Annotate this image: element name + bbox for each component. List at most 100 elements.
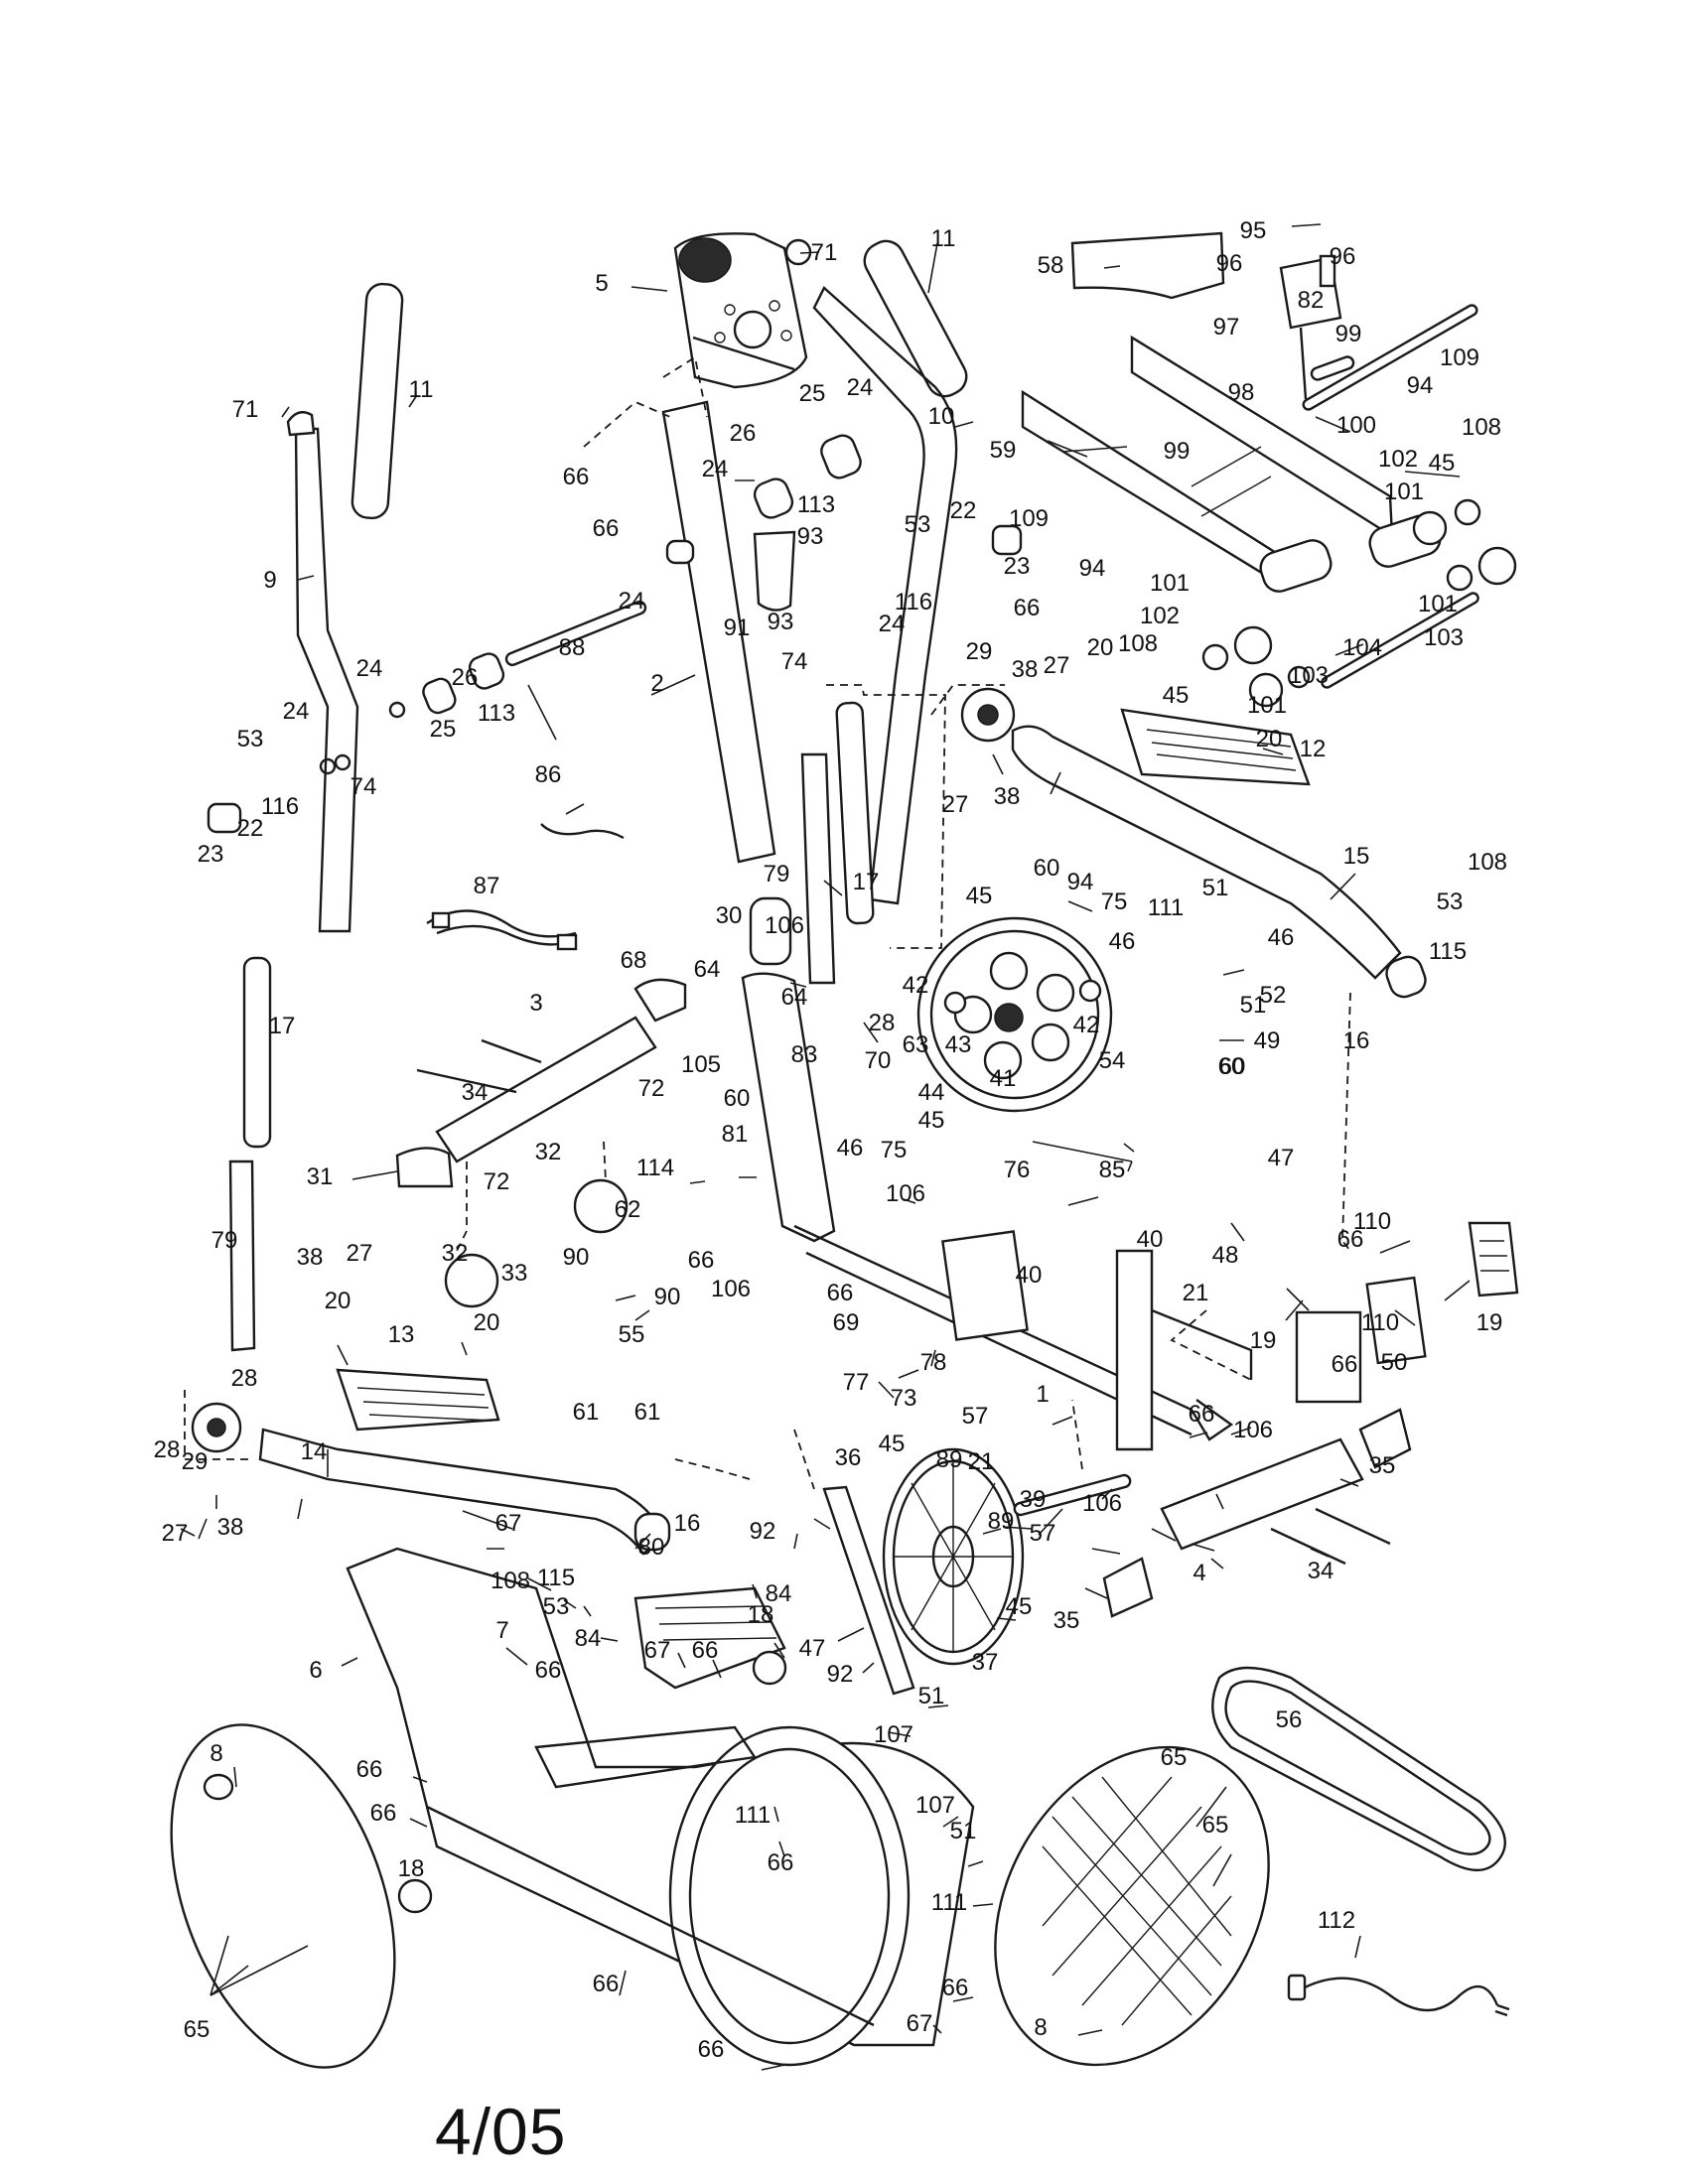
part-callout-106: 106 bbox=[1082, 1490, 1122, 1517]
part-callout-85: 85 bbox=[1099, 1157, 1126, 1183]
upper-arm-9 bbox=[294, 427, 359, 933]
part-callout-38: 38 bbox=[297, 1244, 324, 1271]
upper-arm-10 bbox=[812, 286, 958, 905]
part-callout-11: 11 bbox=[409, 376, 434, 403]
part-callout-72: 72 bbox=[638, 1075, 665, 1102]
part-callout-65: 65 bbox=[1161, 1744, 1188, 1771]
part-callout-32: 32 bbox=[442, 1240, 469, 1267]
part-callout-73: 73 bbox=[891, 1385, 917, 1412]
part-callout-30: 30 bbox=[716, 902, 743, 929]
part-callout-20: 20 bbox=[1256, 726, 1283, 752]
part-callout-111: 111 bbox=[1148, 894, 1184, 921]
part-callout-95: 95 bbox=[1240, 217, 1267, 244]
part-callout-38: 38 bbox=[217, 1514, 244, 1541]
part-callout-28: 28 bbox=[869, 1010, 896, 1036]
part-callout-93: 93 bbox=[797, 523, 824, 550]
flywheel-41 bbox=[916, 916, 1113, 1113]
part-callout-26: 26 bbox=[452, 664, 479, 691]
part-callout-27: 27 bbox=[162, 1520, 189, 1547]
part-callout-66: 66 bbox=[593, 515, 620, 542]
part-callout-106: 106 bbox=[765, 912, 804, 939]
part-callout-1: 1 bbox=[1036, 1381, 1049, 1408]
part-callout-66: 66 bbox=[563, 464, 590, 490]
part-callout-88: 88 bbox=[559, 634, 586, 661]
part-callout-66: 66 bbox=[1014, 595, 1041, 621]
part-callout-75: 75 bbox=[881, 1137, 908, 1163]
part-callout-44: 44 bbox=[918, 1079, 945, 1106]
part-callout-40: 40 bbox=[1137, 1226, 1164, 1253]
part-callout-28: 28 bbox=[154, 1436, 181, 1463]
part-callout-116: 116 bbox=[261, 793, 299, 820]
lower-arm-17-right bbox=[835, 701, 875, 925]
crank-arm-36 bbox=[822, 1485, 915, 1696]
part-callout-66: 66 bbox=[688, 1247, 715, 1274]
part-callout-113: 113 bbox=[797, 491, 835, 518]
part-callout-108: 108 bbox=[1462, 414, 1501, 441]
part-callout-24: 24 bbox=[702, 456, 729, 482]
part-callout-66: 66 bbox=[370, 1800, 397, 1827]
part-callout-64: 64 bbox=[781, 984, 808, 1011]
part-callout-45: 45 bbox=[1429, 450, 1456, 477]
part-callout-46: 46 bbox=[1268, 924, 1295, 951]
part-callout-111: 111 bbox=[735, 1802, 771, 1829]
revision-date: 4/05 bbox=[435, 2095, 566, 2168]
part-callout-84: 84 bbox=[575, 1625, 602, 1652]
part-callout-20: 20 bbox=[474, 1309, 500, 1336]
part-callout-107: 107 bbox=[915, 1792, 955, 1819]
part-callout-47: 47 bbox=[1268, 1145, 1295, 1171]
lower-arm-79-right bbox=[800, 752, 836, 985]
pedal-arm-14 bbox=[191, 1368, 671, 1556]
part-callout-114: 114 bbox=[636, 1155, 674, 1181]
lower-arm-79-left bbox=[228, 1160, 256, 1352]
cover-19-left bbox=[1295, 1310, 1362, 1404]
part-callout-65: 65 bbox=[1202, 1812, 1229, 1839]
part-callout-80: 80 bbox=[638, 1534, 665, 1561]
part-callout-62: 62 bbox=[615, 1196, 641, 1223]
part-callout-66: 66 bbox=[1189, 1401, 1215, 1428]
part-callout-83: 83 bbox=[791, 1041, 818, 1068]
part-callout-89: 89 bbox=[936, 1446, 963, 1473]
part-callout-6: 6 bbox=[309, 1657, 322, 1684]
part-callout-60: 60 bbox=[1219, 1053, 1246, 1080]
rear-frame-59 bbox=[1021, 335, 1442, 593]
part-callout-40: 40 bbox=[1016, 1262, 1043, 1289]
pulley-37 bbox=[882, 1447, 1025, 1666]
part-callout-51: 51 bbox=[1240, 992, 1267, 1019]
crossbar-3 bbox=[395, 978, 687, 1308]
part-callout-113: 113 bbox=[478, 700, 515, 727]
part-callout-24: 24 bbox=[619, 588, 645, 614]
part-callout-18: 18 bbox=[748, 1601, 774, 1628]
part-callout-32: 32 bbox=[535, 1139, 562, 1165]
part-callout-70: 70 bbox=[865, 1047, 892, 1074]
part-callout-24: 24 bbox=[283, 698, 310, 725]
part-callout-67: 67 bbox=[907, 2010, 933, 2037]
part-callout-42: 42 bbox=[1073, 1012, 1100, 1038]
part-callout-66: 66 bbox=[698, 2036, 725, 2063]
part-callout-71: 71 bbox=[232, 396, 259, 423]
part-callout-59: 59 bbox=[990, 437, 1017, 464]
part-callout-37: 37 bbox=[972, 1649, 999, 1676]
part-callout-76: 76 bbox=[1004, 1157, 1031, 1183]
part-callout-46: 46 bbox=[1109, 928, 1136, 955]
part-callout-51: 51 bbox=[950, 1818, 977, 1844]
part-callout-94: 94 bbox=[1067, 869, 1094, 895]
part-callout-103: 103 bbox=[1289, 662, 1329, 689]
part-callout-25: 25 bbox=[430, 716, 457, 743]
part-callout-81: 81 bbox=[722, 1121, 749, 1148]
part-callout-27: 27 bbox=[942, 791, 969, 818]
end-cap-35-lower bbox=[1102, 1557, 1154, 1618]
part-callout-49: 49 bbox=[1254, 1027, 1281, 1054]
part-callout-115: 115 bbox=[537, 1565, 575, 1591]
part-callout-68: 68 bbox=[621, 947, 647, 974]
part-callout-5: 5 bbox=[595, 270, 608, 297]
power-cord-112 bbox=[1287, 1974, 1510, 2017]
part-callout-31: 31 bbox=[307, 1163, 334, 1190]
part-callout-107: 107 bbox=[874, 1721, 913, 1748]
part-callout-29: 29 bbox=[966, 638, 993, 665]
wheels-101 bbox=[1201, 498, 1517, 708]
part-callout-92: 92 bbox=[750, 1518, 776, 1545]
part-callout-45: 45 bbox=[918, 1107, 945, 1134]
part-callout-26: 26 bbox=[730, 420, 757, 447]
